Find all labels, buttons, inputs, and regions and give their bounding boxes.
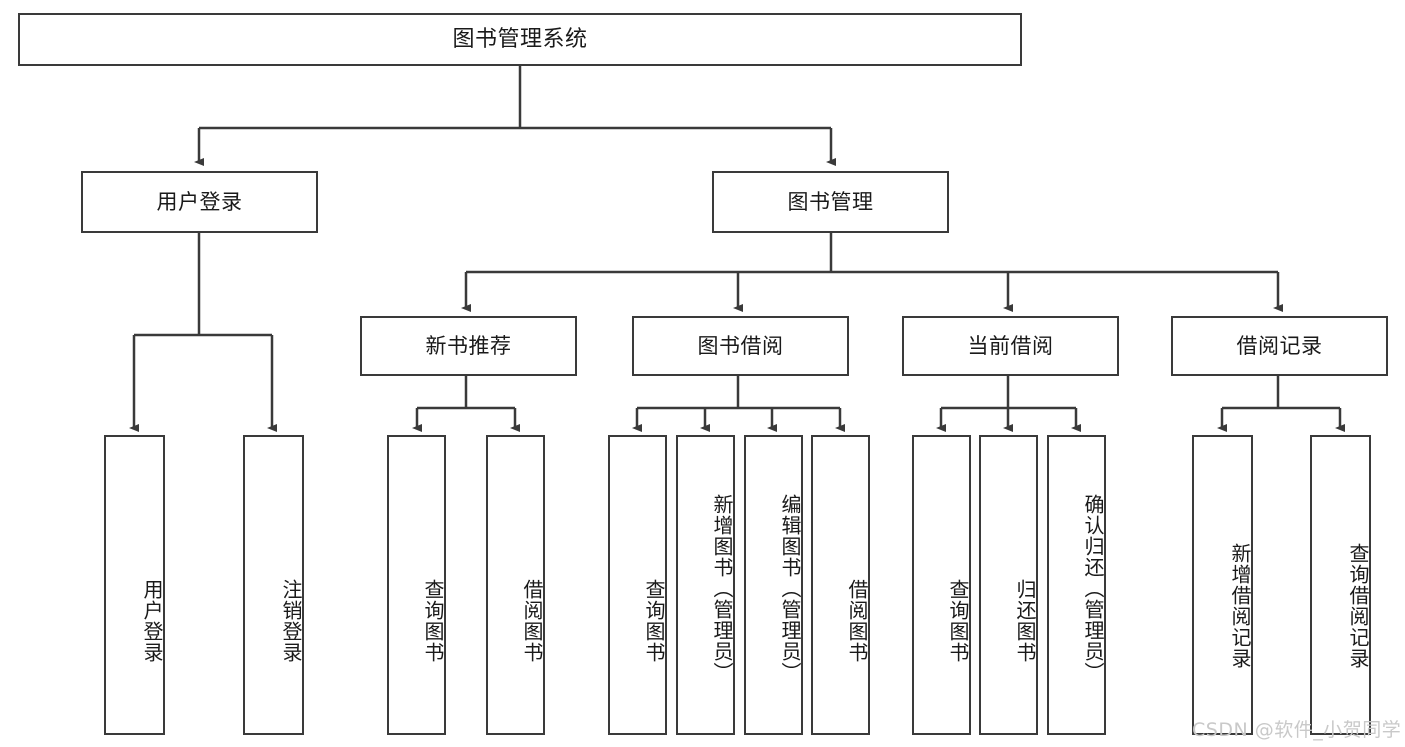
node-leaf-add-borrow-record[interactable]: 新增借阅记录 — [1192, 435, 1253, 735]
node-label: 查询图书 — [421, 579, 445, 663]
node-label: 借阅记录 — [1236, 333, 1323, 358]
node-leaf-return-books[interactable]: 归还图书 — [979, 435, 1038, 735]
node-label: 归还图书 — [1013, 579, 1037, 663]
node-leaf-user-login[interactable]: 用户登录 — [104, 435, 165, 735]
node-label: 查询借阅记录 — [1346, 543, 1370, 669]
node-current-borrowing[interactable]: 当前借阅 — [902, 316, 1119, 376]
node-leaf-query-books-borrow[interactable]: 查询图书 — [608, 435, 667, 735]
node-label: 图书管理 — [787, 189, 874, 214]
node-label: 图书管理系统 — [452, 26, 588, 52]
node-label: 用户登录 — [156, 189, 243, 214]
node-leaf-logout[interactable]: 注销登录 — [243, 435, 304, 735]
node-root-library-system[interactable]: 图书管理系统 — [18, 13, 1022, 66]
node-label: 新增图书（管理员） — [710, 493, 734, 683]
node-leaf-confirm-return-admin[interactable]: 确认归还（管理员） — [1047, 435, 1106, 735]
node-label: 编辑图书（管理员） — [778, 493, 802, 683]
node-label: 查询图书 — [642, 579, 666, 663]
node-label: 查询图书 — [946, 579, 970, 663]
csdn-watermark: CSDN @软件_小贺同学 — [1192, 719, 1402, 741]
node-leaf-borrow-books-newbook[interactable]: 借阅图书 — [486, 435, 545, 735]
node-label: 用户登录 — [140, 579, 164, 663]
node-label: 图书借阅 — [697, 333, 784, 358]
node-leaf-edit-book-admin[interactable]: 编辑图书（管理员） — [744, 435, 803, 735]
node-leaf-query-books-current[interactable]: 查询图书 — [912, 435, 971, 735]
node-leaf-query-borrow-record[interactable]: 查询借阅记录 — [1310, 435, 1371, 735]
node-borrowing-records[interactable]: 借阅记录 — [1171, 316, 1388, 376]
node-label: 借阅图书 — [520, 579, 544, 663]
node-user-login[interactable]: 用户登录 — [81, 171, 318, 233]
node-leaf-query-books-newbook[interactable]: 查询图书 — [387, 435, 446, 735]
node-label: 确认归还（管理员） — [1081, 493, 1105, 683]
node-label: 新书推荐 — [425, 333, 512, 358]
node-label: 借阅图书 — [845, 579, 869, 663]
node-label: 当前借阅 — [967, 333, 1054, 358]
node-label: 新增借阅记录 — [1228, 543, 1252, 669]
node-book-management[interactable]: 图书管理 — [712, 171, 949, 233]
node-new-book-recommendation[interactable]: 新书推荐 — [360, 316, 577, 376]
node-leaf-add-book-admin[interactable]: 新增图书（管理员） — [676, 435, 735, 735]
node-label: 注销登录 — [279, 579, 303, 663]
node-leaf-borrow-books[interactable]: 借阅图书 — [811, 435, 870, 735]
node-book-borrowing[interactable]: 图书借阅 — [632, 316, 849, 376]
